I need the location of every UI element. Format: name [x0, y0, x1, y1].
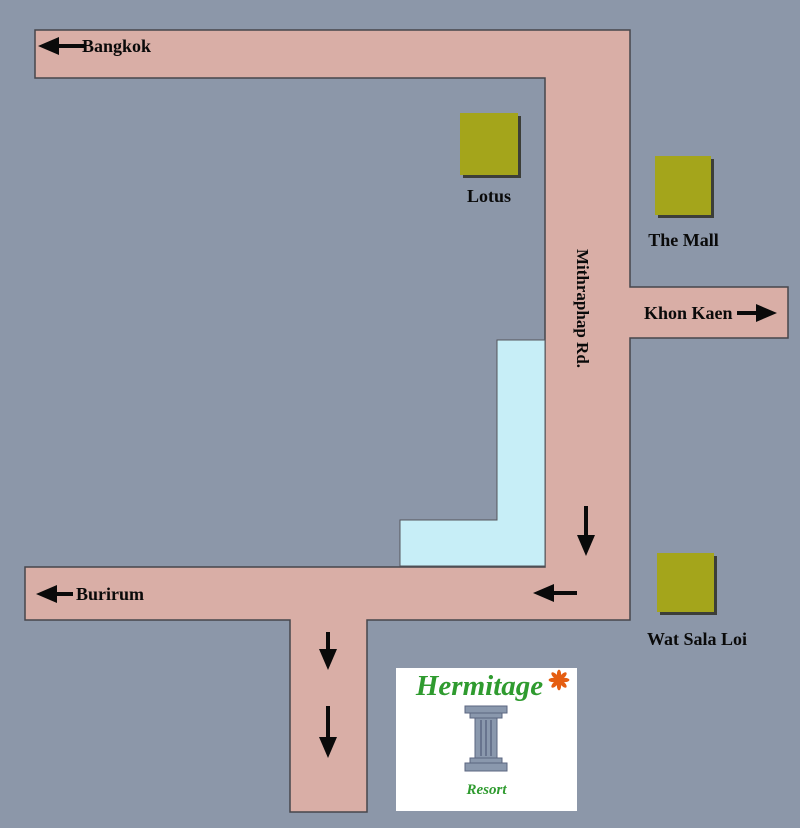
- flower-icon: [548, 669, 570, 691]
- bangkok-label: Bangkok: [82, 36, 152, 56]
- column-icon: [464, 705, 508, 772]
- bangkok-arrow-icon: [38, 37, 84, 55]
- wat-sala-loi-label: Wat Sala Loi: [646, 629, 748, 649]
- service-area-shape: [399, 339, 546, 567]
- burirum-label: Burirum: [76, 584, 145, 604]
- mithraphap-down-arrow-icon: [577, 506, 595, 556]
- mithraphap-road-label: Mithraphap Rd.: [573, 249, 592, 369]
- lotus-label: Lotus: [466, 186, 511, 206]
- the-mall-marker: [655, 156, 711, 215]
- khon-kaen-arrow-icon: [737, 304, 777, 322]
- lotus-marker: [460, 113, 518, 175]
- junction-left-arrow-icon: [533, 584, 577, 602]
- khon-kaen-label: Khon Kaen: [644, 303, 733, 323]
- hermitage-logo-box: Hermitage: [396, 668, 577, 811]
- burirum-arrow-icon: [36, 585, 73, 603]
- hermitage-logo-name: Hermitage: [415, 670, 544, 702]
- south-road-arrow-1-icon: [319, 632, 337, 670]
- hermitage-logo-subtitle: Resort: [466, 782, 507, 798]
- wat-sala-loi-marker: [657, 553, 714, 612]
- the-mall-label: The Mall: [648, 230, 719, 250]
- south-road-arrow-2-icon: [319, 706, 337, 758]
